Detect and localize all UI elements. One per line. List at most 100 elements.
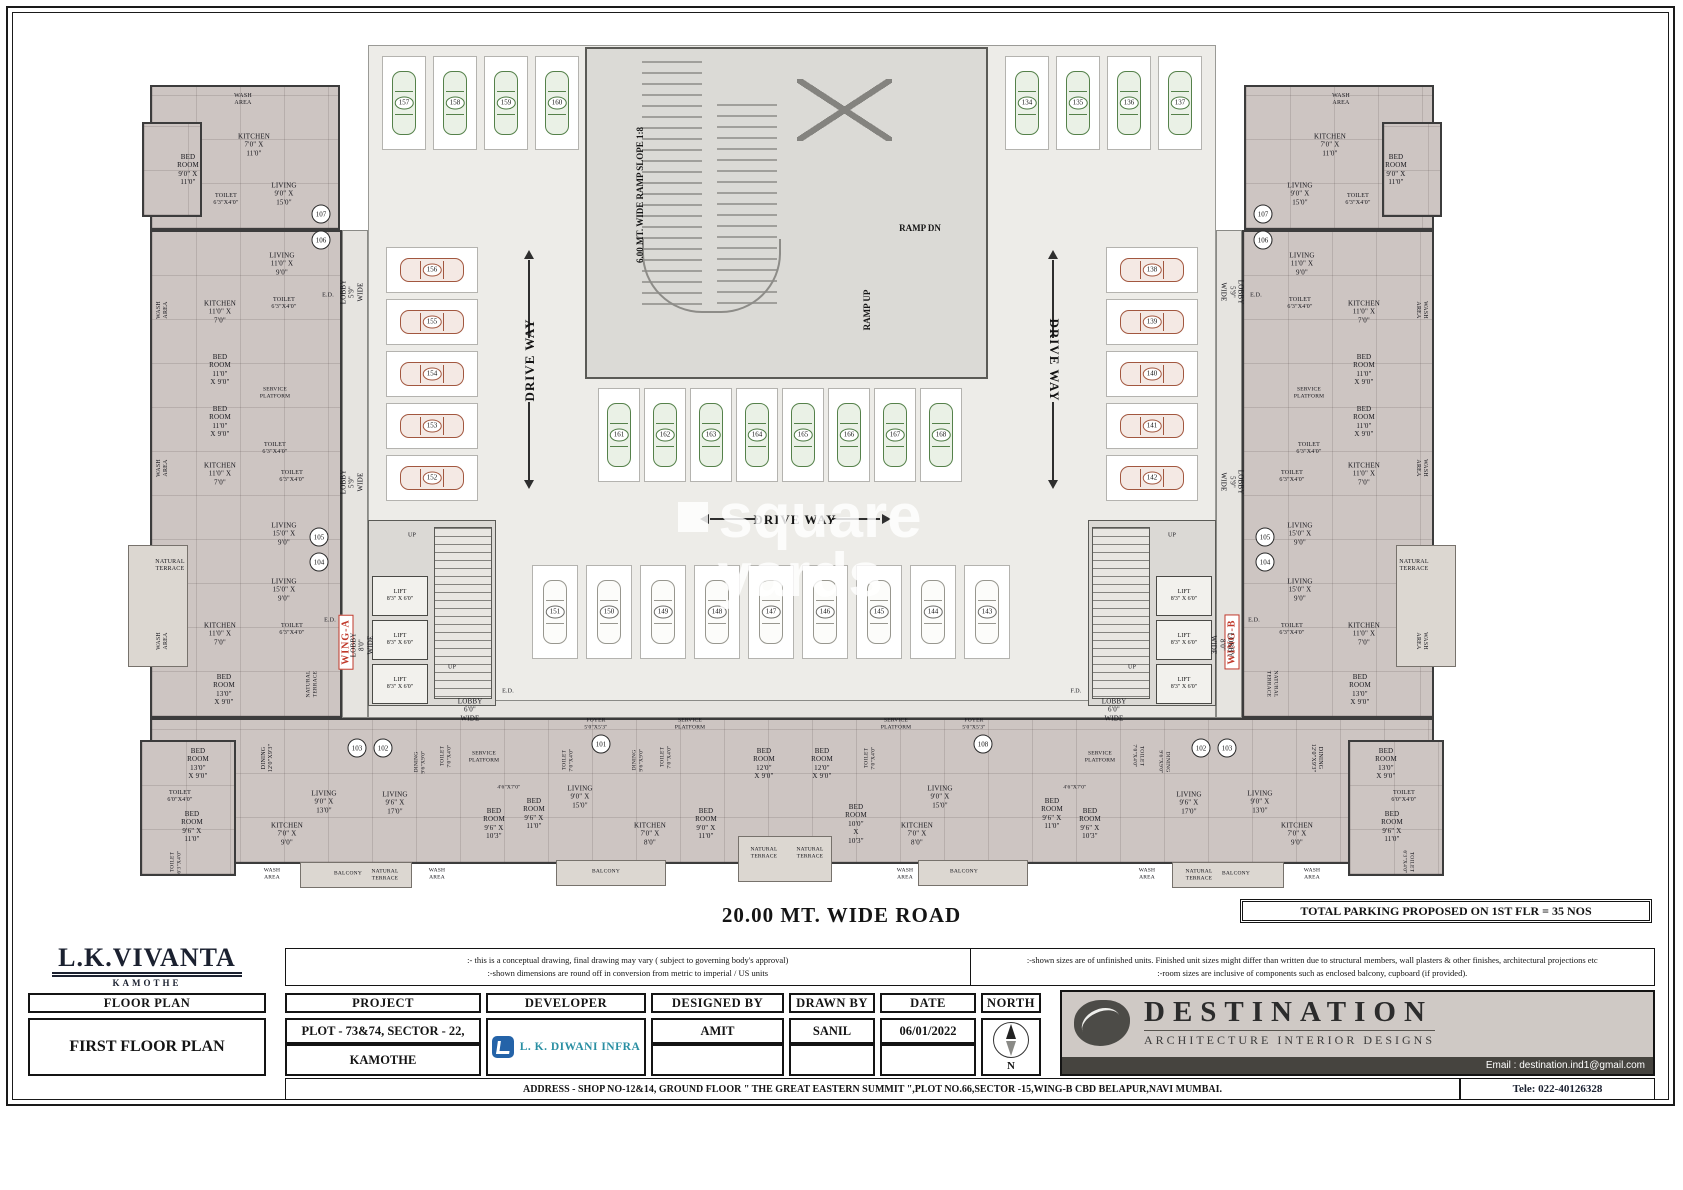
parking-stall: 156 (386, 247, 478, 293)
room-label: 4'6"X7'0" (497, 784, 521, 791)
room-label: BED ROOM 9'0" X 11'0" (1385, 153, 1407, 187)
room-label: BALCONY (1222, 870, 1250, 877)
balcony-strip-2 (556, 860, 666, 886)
parking-stall: 153 (386, 403, 478, 449)
parking-stall: 167 (874, 388, 916, 482)
project-identity: L.K.VIVANTA KAMOTHE (28, 944, 266, 988)
parking-stall: 148 (694, 565, 740, 659)
room-label: UP (447, 664, 457, 671)
architect-firm-email: Email : destination.ind1@gmail.com (1062, 1057, 1653, 1074)
compass-north-letter: N (1007, 1060, 1015, 1072)
driveway-arrow-line (528, 402, 530, 480)
room-label: DINING 9'6"X9'0" (631, 748, 644, 772)
project-header: PROJECT (285, 993, 481, 1013)
room-label: TOILET 6'3"X4'0" (279, 622, 305, 636)
balcony-strip-1 (300, 862, 412, 888)
center-natural-terrace (738, 836, 832, 882)
room-label: WASH AREA (428, 867, 446, 880)
developer-value-cell: L. K. DIWANI INFRA (486, 1018, 646, 1076)
wing-a-block (150, 230, 342, 718)
room-label: TOILET 6'3"X4'0" (271, 296, 297, 310)
parking-number: 136 (1119, 96, 1139, 110)
developer-header: DEVELOPER (486, 993, 646, 1013)
ramp-structure (585, 47, 988, 379)
parking-number: 157 (394, 96, 414, 110)
room-label: BED ROOM 11'0" X 9'0" (1353, 353, 1375, 387)
natural-terrace-right (1396, 545, 1456, 667)
lift-left-3: LIFT 8'3" X 6'0" (372, 664, 428, 704)
room-label: BED ROOM 9'6" X 11'0" (1381, 810, 1403, 844)
parking-number: 168 (931, 428, 951, 442)
driveway-arrow-line (832, 518, 880, 520)
room-label: LIVING 9'0" X 15'0" (271, 181, 297, 207)
room-label: TOILET 6'0"X4'0" (1391, 789, 1417, 803)
lift-left-1: LIFT 8'3" X 6'0" (372, 576, 428, 616)
room-label: E.D. (502, 688, 514, 695)
room-label: LIVING 15'0" X 9'0" (1287, 577, 1313, 603)
driveway-arrow-right-icon (882, 514, 891, 524)
room-label: DINING 12'0"X9'3" (1310, 743, 1324, 773)
designed-by-value: AMIT (651, 1018, 784, 1044)
room-label: UP (1127, 664, 1137, 671)
unit-number-badge: 105 (309, 527, 329, 547)
parking-number: 134 (1017, 96, 1037, 110)
parking-stall: 134 (1005, 56, 1049, 150)
bottom-right-corner-block (1348, 740, 1444, 876)
room-label: TOILET 7'0"X4'0" (863, 746, 876, 770)
parking-number: 142 (1142, 471, 1162, 485)
room-label: TOILET 6'3"X4'0" (279, 469, 305, 483)
parking-number: 167 (885, 428, 905, 442)
room-label: WASH AREA (155, 301, 169, 319)
lift-right-1: LIFT 8'3" X 6'0" (1156, 576, 1212, 616)
room-label: KITCHEN 7'0" X 9'0" (1280, 821, 1314, 847)
parking-number: 140 (1142, 367, 1162, 381)
driveway-arrow-left-icon (700, 514, 709, 524)
road-label: 20.00 MT. WIDE ROAD (721, 903, 962, 927)
room-label: LOBBY 5'9" WIDE (339, 469, 365, 495)
unit-number-badge: 106 (311, 230, 331, 250)
room-label: DINING 9'6"X9'0" (1158, 750, 1171, 774)
architect-firm-block: DESTINATION ARCHITECTURE INTERIOR DESIGN… (1060, 990, 1655, 1076)
room-label: BED ROOM 11'0" X 9'0" (209, 353, 231, 387)
room-label: BED ROOM 13'0" X 9'0" (213, 673, 235, 707)
parking-stall: 135 (1056, 56, 1100, 150)
room-label: FOYER 5'0"X5'3" (584, 717, 608, 730)
notes-left: :- this is a conceptual drawing, final d… (286, 949, 970, 985)
room-label: BED ROOM 9'6" X 10'3" (1079, 807, 1101, 841)
room-label: BED ROOM 12'0" X 9'0" (753, 747, 775, 781)
room-label: SERVICE PLATFORM (674, 717, 706, 730)
driveway-arrow-line (710, 518, 758, 520)
room-label: 4'6"X7'0" (1063, 784, 1087, 791)
room-label: LOBBY 8'0" WIDE (1209, 632, 1235, 658)
room-label: LOBBY 6'0" WIDE (457, 697, 483, 723)
room-label: LIVING 9'6" X 17'0" (382, 790, 408, 816)
driveway-arrow-line (1052, 260, 1054, 338)
room-label: BED ROOM 9'6" X 11'0" (523, 797, 545, 831)
parking-stall: 159 (484, 56, 528, 150)
room-label: BED ROOM 13'0" X 9'0" (1349, 673, 1371, 707)
room-label: WASH AREA (234, 92, 252, 106)
parking-stall: 160 (535, 56, 579, 150)
parking-number: 153 (422, 419, 442, 433)
room-label: TOILET 6'3"X4'0" (262, 441, 288, 455)
drawn-by-header: DRAWN BY (789, 993, 875, 1013)
parking-stall: 151 (532, 565, 578, 659)
room-label: LIVING 9'0" X 15'0" (927, 784, 953, 810)
floor-plan-value: FIRST FLOOR PLAN (28, 1018, 266, 1076)
parking-stall: 139 (1106, 299, 1198, 345)
compass-north-needle (1006, 1024, 1016, 1039)
parking-number: 150 (599, 605, 619, 619)
ramp-slope-label: 6.00 MT. WIDE RAMP SLOPE 1:8 (635, 127, 645, 263)
ramp-dn-label: RAMP DN (899, 223, 941, 233)
parking-stall: 149 (640, 565, 686, 659)
driveway-arrow-up-icon (524, 250, 534, 259)
ramp-up-label: RAMP UP (862, 289, 872, 331)
driveway-label-left: DRIVE WAY (522, 318, 537, 402)
parking-stall: 143 (964, 565, 1010, 659)
room-label: NATURAL TERRACE (305, 670, 318, 698)
parking-stall: 158 (433, 56, 477, 150)
room-label: KITCHEN 11'0" X 7'0" (203, 621, 237, 647)
room-label: KITCHEN 11'0" X 7'0" (1347, 461, 1381, 487)
room-label: BED ROOM 11'0" X 9'0" (1353, 405, 1375, 439)
